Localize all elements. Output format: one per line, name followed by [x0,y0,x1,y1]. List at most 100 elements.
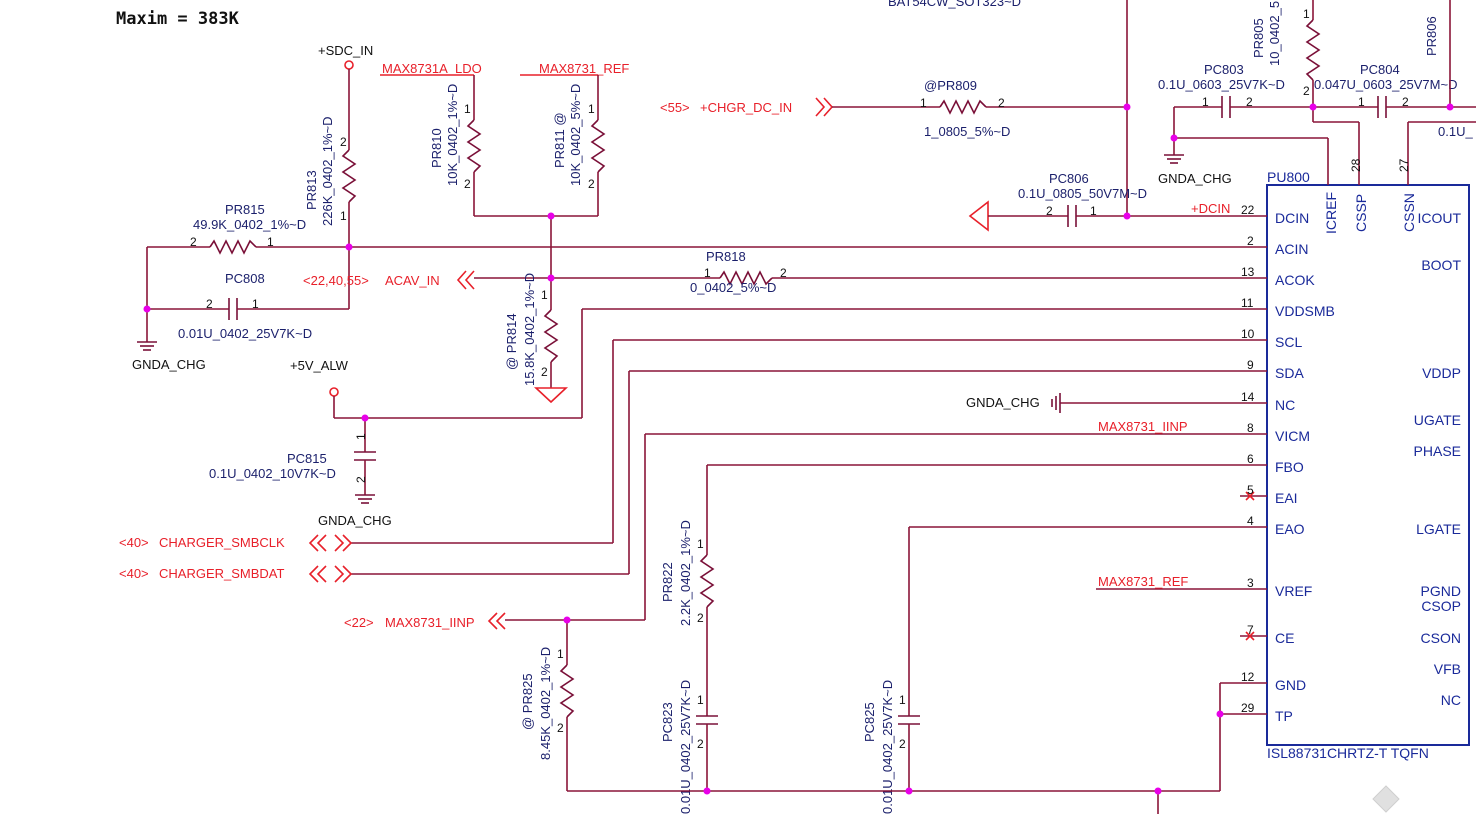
pr805-resistor [1305,19,1321,81]
svg-text:1: 1 [541,288,548,302]
ic-top-pin-names: ICREF CSSP CSSN [1323,192,1417,234]
svg-text:10K_0402_5%~D: 10K_0402_5%~D [568,84,583,186]
svg-text:10: 10 [1241,327,1255,341]
svg-text:0_0402_5%~D: 0_0402_5%~D [690,280,776,295]
svg-text:4: 4 [1247,514,1254,528]
svg-text:2: 2 [206,297,213,311]
svg-text:<40>: <40> [119,535,149,550]
svg-text:8: 8 [1247,421,1254,435]
ic-right-pin-names: ICOUT BOOT VDDP UGATE PHASE LGATE PGND C… [1414,210,1462,708]
svg-text:2: 2 [340,135,347,149]
svg-text:EAO: EAO [1275,521,1305,537]
svg-text:MAX8731_REF: MAX8731_REF [1098,574,1188,589]
svg-text:PGND: PGND [1421,583,1461,599]
svg-text:2: 2 [354,476,368,483]
pr818-resistor [719,270,773,286]
svg-text:NC: NC [1275,397,1295,413]
svg-text:PR811 @: PR811 @ [552,112,567,168]
svg-text:CSON: CSON [1421,630,1461,646]
svg-text:13: 13 [1241,265,1255,279]
pc803-value: 0.1U_0603_25V7K~D [1158,77,1285,92]
svg-text:22: 22 [1241,203,1255,217]
pc806-ref: PC806 [1049,171,1089,186]
svg-text:1: 1 [252,297,259,311]
svg-text:MAX8731_REF: MAX8731_REF [539,61,629,76]
chgr-arrow [815,97,834,117]
svg-text:GND: GND [1275,677,1306,693]
pc804-value: 0.047U_0603_25V7M~D [1314,77,1457,92]
svg-text:PC815: PC815 [287,451,327,466]
svg-text:2: 2 [697,611,704,625]
svg-text:1: 1 [340,209,347,223]
svg-text:28: 28 [1349,158,1363,172]
svg-text:27: 27 [1397,158,1411,172]
svg-text:3: 3 [1247,576,1254,590]
note-maxim: Maxim = 383K [116,9,240,29]
nc-marks [1245,491,1255,641]
svg-text:2: 2 [1247,234,1254,248]
svg-text:MAX8731_IINP: MAX8731_IINP [385,615,475,630]
svg-text:PR810: PR810 [429,128,444,168]
svg-text:7: 7 [1247,623,1254,637]
pr822-resistor [699,554,715,608]
svg-text:11: 11 [1241,296,1254,310]
svg-text:2: 2 [1402,95,1409,109]
svg-text:1: 1 [557,647,564,661]
svg-text:2: 2 [899,737,906,751]
svg-text:0.1U_: 0.1U_ [1438,124,1473,139]
svg-text:1: 1 [899,693,906,707]
corner-diamond-icon [1372,785,1400,813]
svg-text:VICM: VICM [1275,428,1310,444]
chgr-net: +CHGR_DC_IN [700,100,792,115]
ic-part: ISL88731CHRTZ-T TQFN [1267,745,1429,761]
svg-text:2: 2 [1303,84,1310,98]
svg-text:5: 5 [1247,483,1254,497]
svg-text:2: 2 [1046,204,1053,218]
svg-text:ACAV_IN: ACAV_IN [385,273,440,288]
smbclk-arrow [308,534,353,552]
svg-text:9: 9 [1247,358,1254,372]
svg-text:1: 1 [1202,95,1209,109]
pr813-resistor [341,149,357,203]
svg-text:SCL: SCL [1275,334,1302,350]
svg-text:2: 2 [1246,95,1253,109]
pr809-ref: @PR809 [924,78,977,93]
svg-text:1: 1 [588,102,595,116]
ic-left-pin-names: DCIN ACIN ACOK VDDSMB SCL SDA NC VICM FB… [1275,210,1335,724]
chgr-ref: <55> [660,100,690,115]
svg-text:1: 1 [920,96,927,110]
svg-text:<22>: <22> [344,615,374,630]
junction-dots [143,103,1454,795]
svg-text:VFB: VFB [1434,661,1461,677]
pr811-resistor [590,119,606,173]
svg-text:CHARGER_SMBDAT: CHARGER_SMBDAT [159,566,285,581]
svg-text:PR813: PR813 [304,170,319,210]
svg-text:0.01U_0402_25V7K~D: 0.01U_0402_25V7K~D [178,326,312,341]
svg-text:CSSP: CSSP [1353,194,1369,232]
svg-text:10_0402_5: 10_0402_5 [1267,1,1282,66]
svg-text:VDDP: VDDP [1422,365,1461,381]
svg-text:2: 2 [464,177,471,191]
svg-text:NC: NC [1441,692,1461,708]
svg-text:CE: CE [1275,630,1294,646]
svg-text:1: 1 [1358,95,1365,109]
svg-text:2: 2 [697,737,704,751]
svg-text:2: 2 [780,266,787,280]
dcin-net: +DCIN [1191,201,1230,216]
svg-text:49.9K_0402_1%~D: 49.9K_0402_1%~D [193,217,306,232]
svg-text:FBO: FBO [1275,459,1304,475]
pr825-resistor [559,664,575,718]
ic-left-pin-numbers: 22 2 13 11 10 9 14 8 6 5 4 3 7 12 29 [1241,203,1255,715]
sdc-in-terminal [344,60,354,70]
ic-left-pin-stubs [1220,215,1267,715]
svg-text:15.8K_0402_1%~D: 15.8K_0402_1%~D [522,273,537,386]
gnd-pc803: GNDA_CHG [1158,171,1232,186]
pr814-ground [533,387,569,404]
svg-text:1: 1 [697,693,704,707]
svg-text:BOOT: BOOT [1421,257,1461,273]
svg-text:PR805: PR805 [1251,18,1266,58]
svg-text:CSOP: CSOP [1421,598,1461,614]
svg-text:MAX8731A_LDO: MAX8731A_LDO [382,61,482,76]
svg-text:LGATE: LGATE [1416,521,1461,537]
